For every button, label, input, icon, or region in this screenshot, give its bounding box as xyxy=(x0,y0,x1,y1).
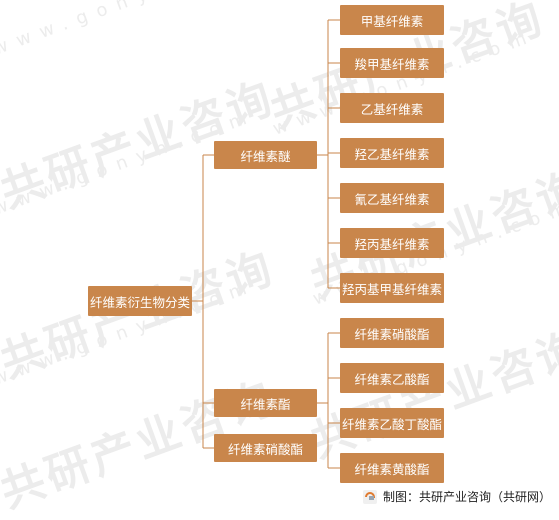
leaf-node: 氰乙基纤维素 xyxy=(340,183,444,213)
brand-logo-icon xyxy=(362,489,377,504)
category-node-ether: 纤维素醚 xyxy=(214,141,317,169)
footer-credit: 制图：共研产业咨询（共研网） xyxy=(362,488,551,505)
category-node-nitrate: 纤维素硝酸酯 xyxy=(214,434,317,462)
leaf-node: 羟丙基甲基纤维素 xyxy=(340,273,444,303)
category-node-ester: 纤维素酯 xyxy=(214,389,317,417)
leaf-node: 甲基纤维素 xyxy=(340,5,444,35)
leaf-node: 纤维素乙酸酯 xyxy=(340,363,444,393)
leaf-node: 羟乙基纤维素 xyxy=(340,138,444,168)
leaf-node: 羟丙基纤维素 xyxy=(340,228,444,258)
footer-text: 制图：共研产业咨询（共研网） xyxy=(382,490,551,504)
leaf-node: 纤维素黄酸酯 xyxy=(340,453,444,483)
leaf-node: 乙基纤维素 xyxy=(340,93,444,123)
leaf-node: 纤维素硝酸酯 xyxy=(340,318,444,348)
leaf-node: 羧甲基纤维素 xyxy=(340,48,444,78)
root-node: 纤维素衍生物分类 xyxy=(88,286,192,316)
leaf-node: 纤维素乙酸丁酸酯 xyxy=(340,408,444,438)
